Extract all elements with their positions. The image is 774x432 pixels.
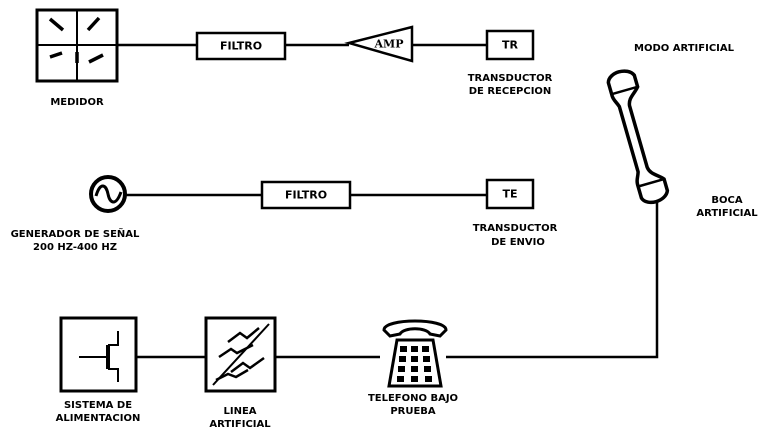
- linea-line2: ARTIFICIAL: [209, 419, 271, 430]
- transductor-recepcion-line1: TRANSDUCTOR: [467, 73, 553, 84]
- meter-icon: [35, 8, 119, 83]
- filter-mid-label: FILTRO: [284, 188, 328, 202]
- telephone-handset-icon: [606, 69, 670, 205]
- tr-box: [485, 29, 535, 61]
- linea-line1: LINEA: [223, 406, 257, 417]
- wire-phone-handset: [446, 198, 659, 359]
- modo-artificial-label: MODO ARTIFICIAL: [634, 43, 734, 54]
- transductor-envio-line1: TRANSDUCTOR: [472, 223, 558, 234]
- sistema-line2: ALIMENTACION: [55, 413, 141, 424]
- telefono-line2: PRUEBA: [390, 406, 436, 417]
- desk-telephone-icon: [382, 319, 448, 388]
- signal-generator-icon: [89, 175, 127, 213]
- telefono-line1: TELEFONO BAJO: [367, 393, 459, 404]
- filter-box-mid: [260, 180, 352, 210]
- artificial-line-icon: [204, 316, 277, 393]
- generador-line2: 200 HZ-400 HZ: [33, 242, 117, 253]
- transductor-recepcion-line2: DE RECEPCION: [468, 86, 552, 97]
- te-label: TE: [502, 187, 518, 201]
- boca-artificial-line1: BOCA: [711, 195, 743, 206]
- amplifier-icon: [344, 25, 414, 63]
- tr-label: TR: [502, 38, 518, 52]
- amp-label: AMP: [374, 37, 404, 51]
- medidor-label: MEDIDOR: [50, 97, 104, 108]
- filter-box-top: [195, 31, 287, 61]
- boca-artificial-line2: ARTIFICIAL: [696, 208, 758, 219]
- power-supply-icon: [59, 316, 138, 393]
- generador-line1: GENERADOR DE SEÑAL: [10, 229, 140, 240]
- te-box: [485, 178, 535, 210]
- filter-top-label: FILTRO: [219, 39, 263, 53]
- transductor-envio-line2: DE ENVIO: [491, 237, 545, 248]
- sistema-line1: SISTEMA DE: [63, 400, 133, 411]
